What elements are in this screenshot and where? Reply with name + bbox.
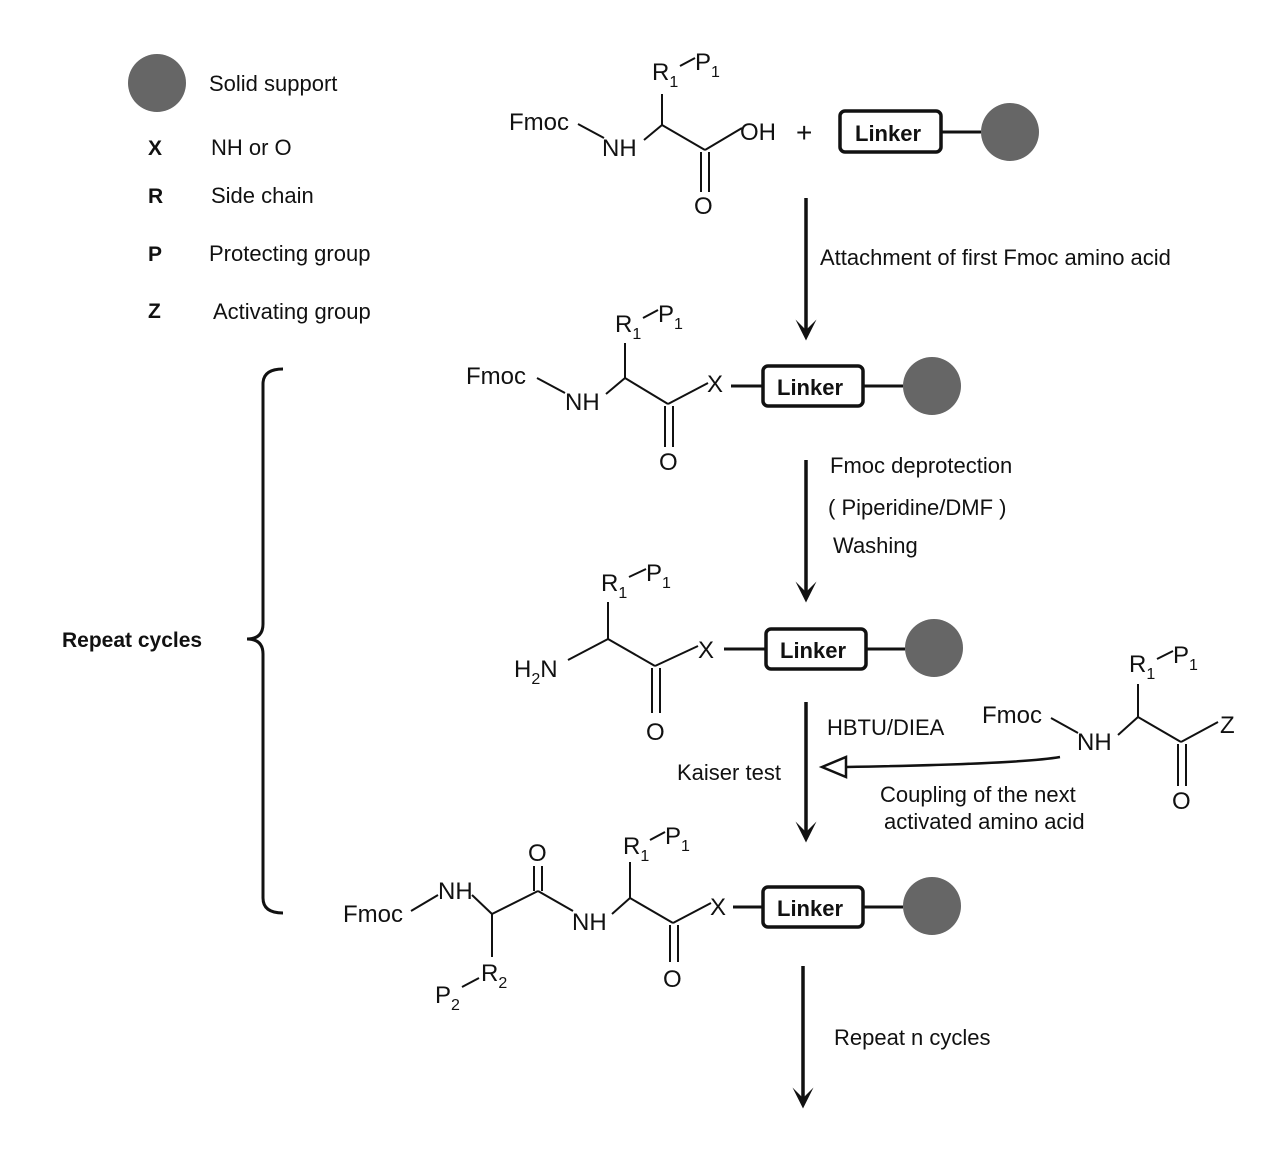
legend: Solid support X NH or O R Side chain P P… xyxy=(128,54,371,324)
legend-text-p: Protecting group xyxy=(209,241,370,266)
solid-support-icon xyxy=(905,619,963,677)
linker-label: Linker xyxy=(777,896,843,921)
repeat-cycles-brace: Repeat cycles xyxy=(62,367,284,915)
p-label: P1 xyxy=(695,49,720,81)
r1-label: R1 xyxy=(623,833,649,865)
h2n-label: H2N xyxy=(514,656,558,688)
nh-label: NH xyxy=(565,389,600,416)
r-label: R1 xyxy=(601,570,627,602)
oh-label: OH xyxy=(740,119,776,146)
fmoc-label: Fmoc xyxy=(466,363,526,390)
p-label: P1 xyxy=(1173,642,1198,674)
step-washing: Washing xyxy=(833,533,918,558)
step-coupling-line2: activated amino acid xyxy=(884,809,1085,834)
step-repeat-n-cycles: Repeat n cycles xyxy=(834,1025,991,1050)
fmoc-label: Fmoc xyxy=(509,109,569,136)
dipeptide-resin: Fmoc NH R2 P2 O NH R1 P1 X O Linker xyxy=(343,823,961,1014)
o-label: O xyxy=(663,966,682,993)
legend-text-r: Side chain xyxy=(211,183,314,208)
legend-symbol-r: R xyxy=(148,185,163,208)
r-label: R1 xyxy=(652,59,678,91)
p-label: P1 xyxy=(646,560,671,592)
solid-support-icon xyxy=(903,357,961,415)
legend-solid-support-icon xyxy=(128,54,186,112)
step-coupling-reagent: HBTU/DIEA xyxy=(827,715,945,740)
step-kaiser-test: Kaiser test xyxy=(677,760,781,785)
fmoc-amino-acid-1: Fmoc NH R1 P1 OH O xyxy=(509,49,776,220)
activated-amino-acid: Fmoc NH R1 P1 Z O xyxy=(982,642,1235,815)
fmoc-label: Fmoc xyxy=(343,901,403,928)
p2-label: P2 xyxy=(435,982,460,1014)
step-coupling-line1: Coupling of the next xyxy=(880,782,1076,807)
solid-support-icon xyxy=(903,877,961,935)
legend-symbol-z: Z xyxy=(148,300,161,323)
x-label: X xyxy=(710,894,726,921)
r2-label: R2 xyxy=(481,960,507,992)
linker-label: Linker xyxy=(780,638,846,663)
fmoc-amino-acid-resin: Fmoc NH R1 P1 X O Linker xyxy=(466,301,961,476)
z-label: Z xyxy=(1220,712,1235,739)
legend-text-x: NH or O xyxy=(211,135,292,160)
linker-label: Linker xyxy=(777,375,843,400)
o-label: O xyxy=(646,719,665,746)
step-reagent: ( Piperidine/DMF ) xyxy=(828,495,1006,520)
legend-text-z: Activating group xyxy=(213,299,371,324)
r-label: R1 xyxy=(615,311,641,343)
repeat-cycles-label: Repeat cycles xyxy=(62,629,202,652)
coupling-arrow xyxy=(845,755,1061,769)
nh-label: NH xyxy=(572,909,607,936)
x-label: X xyxy=(698,637,714,664)
step-deprotection: Fmoc deprotection xyxy=(830,453,1012,478)
fmoc-label: Fmoc xyxy=(982,702,1042,729)
solid-support-icon xyxy=(981,103,1039,161)
free-amine-resin: H2N R1 P1 X O Linker xyxy=(514,560,963,746)
linker-resin-1: Linker xyxy=(838,103,1039,161)
x-label: X xyxy=(707,371,723,398)
legend-symbol-x: X xyxy=(148,137,162,160)
o-label: O xyxy=(1172,788,1191,815)
nh-label: NH xyxy=(602,135,637,162)
legend-solid-support-label: Solid support xyxy=(209,71,337,96)
coupling-arrowhead xyxy=(818,755,848,779)
linker-label: Linker xyxy=(855,121,921,146)
nh-label: NH xyxy=(1077,729,1112,756)
p-label: P1 xyxy=(658,301,683,333)
nh-label: NH xyxy=(438,878,473,905)
step-attachment: Attachment of first Fmoc amino acid xyxy=(820,245,1171,270)
r-label: R1 xyxy=(1129,651,1155,683)
o-label: O xyxy=(528,840,547,867)
o-label: O xyxy=(659,449,678,476)
plus-sign: + xyxy=(796,117,812,148)
p1-label: P1 xyxy=(665,823,690,855)
o-label: O xyxy=(694,193,713,220)
legend-symbol-p: P xyxy=(148,243,162,266)
